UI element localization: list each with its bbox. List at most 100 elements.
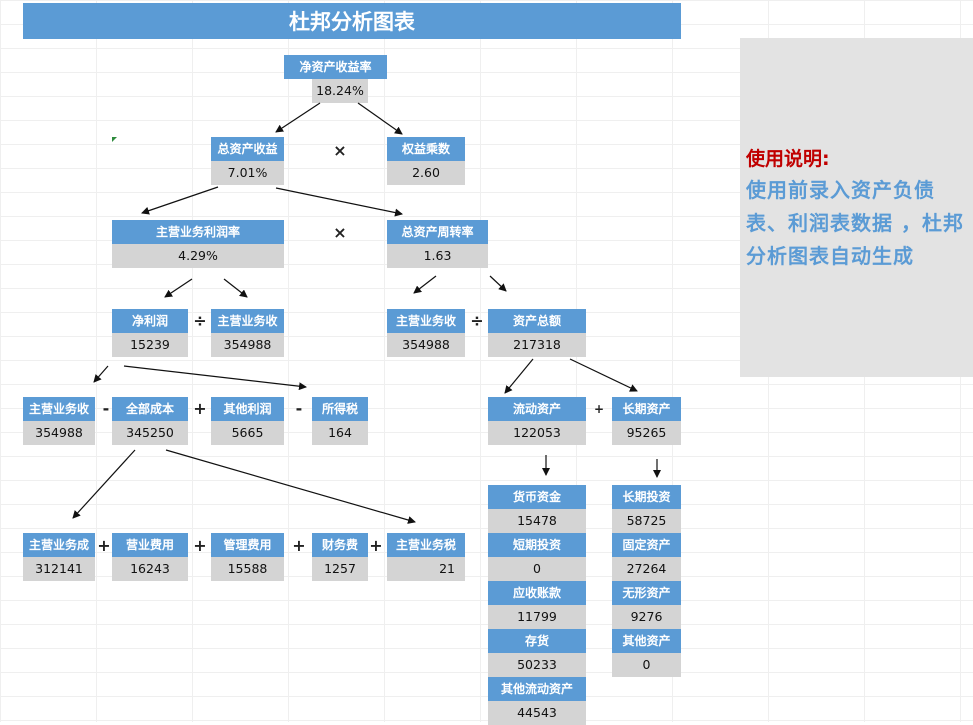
node-other-profit[interactable]: 其他利润 5665 [211,397,284,445]
node-equity-multiplier[interactable]: 权益乘数 2.60 [387,137,465,185]
node-label: 短期投资 [488,533,586,557]
instructions-heading: 使用说明: [746,148,830,170]
node-label: 流动资产 [488,397,586,421]
node-label: 主营业务利润率 [112,220,284,244]
node-revenue-c[interactable]: 主营业务收 354988 [23,397,95,445]
node-label: 财务费 [312,533,368,557]
node-label: 总资产收益 [211,137,284,161]
node-revenue-a[interactable]: 主营业务收 354988 [211,309,284,357]
node-admin-exp[interactable]: 管理费用 15588 [211,533,284,581]
node-value: 15588 [211,557,284,581]
node-value: 16243 [112,557,188,581]
node-label: 长期资产 [612,397,681,421]
node-value: 354988 [211,333,284,357]
node-label: 管理费用 [211,533,284,557]
arrow [489,275,507,292]
multiply-operator: × [333,223,347,242]
arrow [569,358,638,392]
node-value: 122053 [488,421,586,445]
node-net-profit[interactable]: 净利润 15239 [112,309,188,357]
node-label: 应收账款 [488,581,586,605]
divide-operator: ÷ [193,311,207,330]
node-value: 354988 [23,421,95,445]
node-value: 58725 [612,509,681,533]
node-label: 所得税 [312,397,368,421]
node-short-invest[interactable]: 短期投资 0 [488,533,586,581]
node-label: 主营业务收 [211,309,284,333]
node-label: 权益乘数 [387,137,465,161]
node-value: 7.01% [211,161,284,185]
node-value: 44543 [488,701,586,725]
node-margin[interactable]: 主营业务利润率 4.29% [112,220,284,268]
node-value: 312141 [23,557,95,581]
node-value: 15239 [112,333,188,357]
node-label: 货币资金 [488,485,586,509]
node-value: 354988 [387,333,465,357]
node-lt-invest[interactable]: 长期投资 58725 [612,485,681,533]
node-fixed-assets[interactable]: 固定资产 27264 [612,533,681,581]
node-value: 27264 [612,557,681,581]
arrow [275,102,321,133]
node-income-tax[interactable]: 所得税 164 [312,397,368,445]
node-label: 其他利润 [211,397,284,421]
node-label: 营业费用 [112,533,188,557]
node-value: 164 [312,421,368,445]
node-roa[interactable]: 总资产收益 7.01% [211,137,284,185]
node-finance-exp[interactable]: 财务费 1257 [312,533,368,581]
plus-operator: + [97,536,111,555]
arrow [72,449,136,519]
node-total-cost[interactable]: 全部成本 345250 [112,397,188,445]
node-revenue-b[interactable]: 主营业务收 354988 [387,309,465,357]
node-value: 345250 [112,421,188,445]
node-selling-exp[interactable]: 营业费用 16243 [112,533,188,581]
node-label: 长期投资 [612,485,681,509]
node-value: 1257 [312,557,368,581]
node-label: 总资产周转率 [387,220,488,244]
node-label: 存货 [488,629,586,653]
page-title: 杜邦分析图表 [23,3,681,39]
arrow [164,278,193,298]
node-label: 资产总额 [488,309,586,333]
node-inventory[interactable]: 存货 50233 [488,629,586,677]
arrow [141,186,219,215]
node-turnover[interactable]: 总资产周转率 1.63 [387,220,488,268]
node-value: 0 [612,653,681,677]
node-label: 主营业务税 [387,533,465,557]
node-label: 其他资产 [612,629,681,653]
node-label: 净资产收益率 [284,55,387,79]
arrow [275,187,403,217]
node-roe[interactable]: 净资产收益率 [284,55,387,79]
node-value: 11799 [488,605,586,629]
arrow [504,358,534,394]
divide-operator: ÷ [470,311,484,330]
node-label: 主营业务收 [387,309,465,333]
node-other-assets[interactable]: 其他资产 0 [612,629,681,677]
arrow [357,102,403,135]
plus-operator: + [193,399,207,418]
node-total-assets[interactable]: 资产总额 217318 [488,309,586,357]
node-value: 21 [387,557,465,581]
node-current-assets[interactable]: 流动资产 122053 [488,397,586,445]
node-label: 固定资产 [612,533,681,557]
node-label: 主营业务成 [23,533,95,557]
node-long-term-assets[interactable]: 长期资产 95265 [612,397,681,445]
node-value: 9276 [612,605,681,629]
node-receivables[interactable]: 应收账款 11799 [488,581,586,629]
multiply-operator: × [333,141,347,160]
node-value: 95265 [612,421,681,445]
plus-operator: + [593,402,605,416]
node-value: 1.63 [387,244,488,268]
arrow [123,365,307,391]
node-value: 4.29% [112,244,284,268]
node-cogs[interactable]: 主营业务成 312141 [23,533,95,581]
node-label: 净利润 [112,309,188,333]
node-label: 无形资产 [612,581,681,605]
node-value: 2.60 [387,161,465,185]
node-intangible[interactable]: 无形资产 9276 [612,581,681,629]
instructions-panel: 使用说明: 使用前录入资产负债表、利润表数据 ，杜邦分析图表自动生成 [740,38,973,377]
node-roe-value[interactable]: 18.24% [312,79,368,103]
node-business-tax[interactable]: 主营业务税 21 [387,533,465,581]
node-cash[interactable]: 货币资金 15478 [488,485,586,533]
node-other-current[interactable]: 其他流动资产 44543 [488,677,586,725]
